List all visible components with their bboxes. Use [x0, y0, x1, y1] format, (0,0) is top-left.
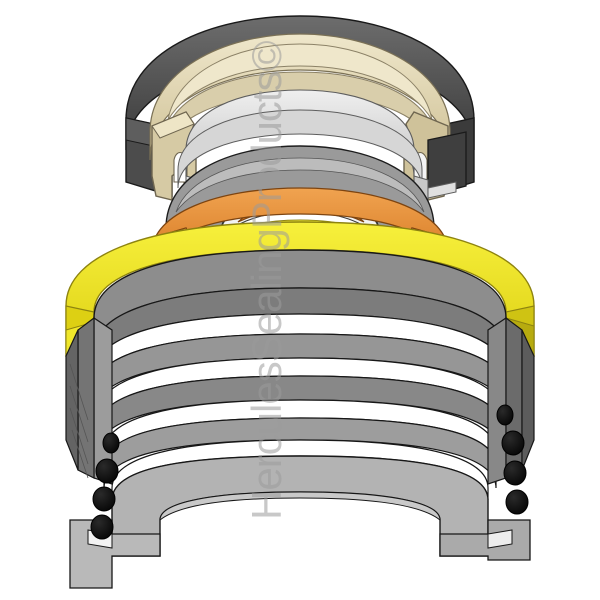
oring-right-4 — [505, 489, 529, 515]
oring-left-3 — [92, 486, 116, 512]
oring-left-1 — [102, 432, 120, 454]
body-band-5 — [103, 417, 497, 489]
section-hatch-left — [69, 363, 89, 479]
oring-left-2 — [95, 458, 119, 484]
body-left-cut-wall-3 — [65, 329, 79, 471]
wiper-housing-right-block — [427, 131, 467, 197]
sleeve-right-foot — [427, 181, 457, 199]
oring-set-left — [90, 432, 120, 540]
body-right-cut-wall — [487, 316, 507, 485]
oring-left-4 — [90, 514, 114, 540]
oring-right-3 — [503, 460, 527, 486]
oring-right-2 — [501, 430, 525, 456]
oring-right-1 — [496, 404, 514, 426]
body-right-bottom-tab — [439, 519, 531, 561]
wiper-seal-left-section-face — [151, 111, 195, 139]
gland-plate-rim-highlight — [175, 157, 425, 213]
top-wiper-assembly — [125, 15, 475, 225]
oring-set-right — [496, 404, 529, 515]
body-bottom-bore — [159, 491, 441, 522]
body-right-bottom-tab-face — [487, 529, 513, 549]
